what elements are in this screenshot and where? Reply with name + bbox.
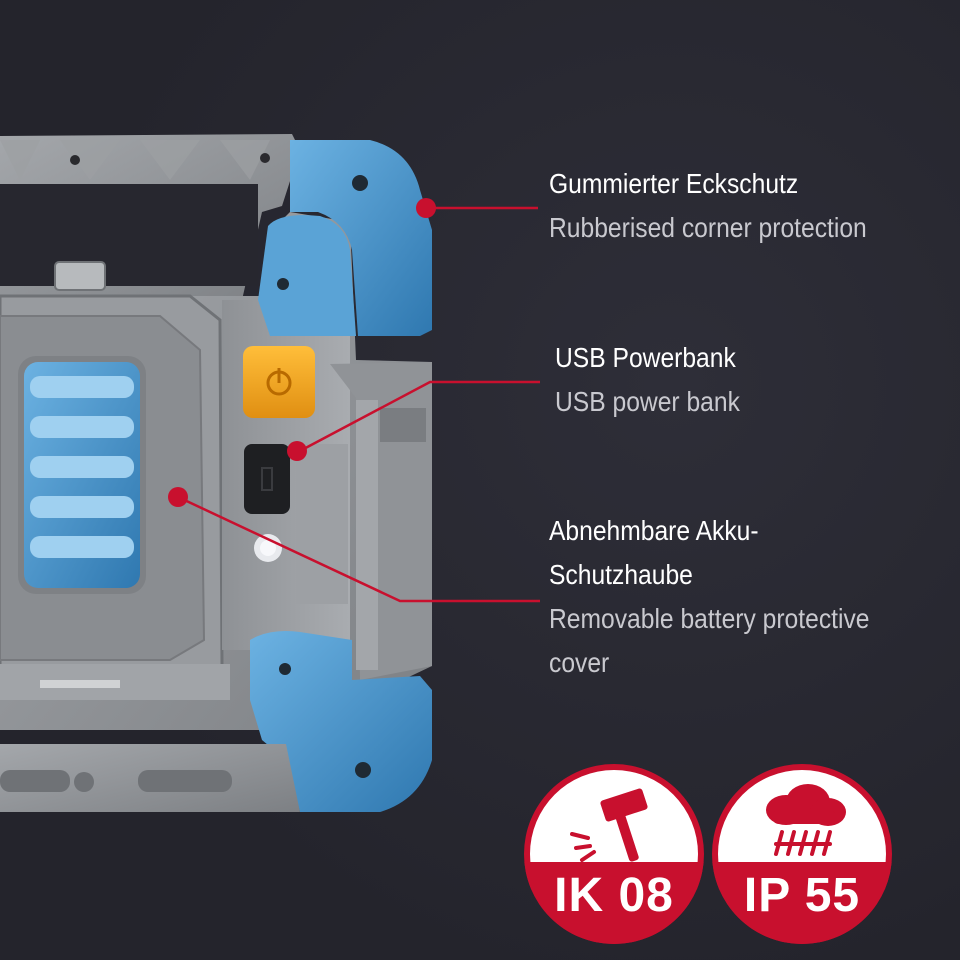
rubber-corner-bottom-right xyxy=(250,631,432,812)
ip55-code: IP 55 xyxy=(743,869,861,922)
usb-port-cover[interactable] xyxy=(244,444,290,514)
ip55-badge: IP 55 xyxy=(712,764,892,944)
callout-corner-protection: Gummierter Eckschutz Rubberised corner p… xyxy=(549,162,910,250)
status-led xyxy=(254,534,282,562)
callout-usb-powerbank: USB Powerbank USB power bank xyxy=(555,336,765,424)
callout-usb-powerbank-en: USB power bank xyxy=(555,386,740,417)
ik08-code: IK 08 xyxy=(554,869,674,922)
leader-dots xyxy=(168,198,436,507)
callout-usb-powerbank-de: USB Powerbank xyxy=(555,342,736,373)
ik08-badge: IK 08 xyxy=(524,764,704,944)
callout-battery-cover-en-2: cover xyxy=(549,647,610,678)
callout-battery-cover-de-2: Schutzhaube xyxy=(549,559,693,590)
power-button[interactable] xyxy=(243,346,315,418)
callout-corner-protection-en: Rubberised corner protection xyxy=(549,212,867,243)
callout-battery-cover-de-1: Abnehmbare Akku- xyxy=(549,515,759,546)
top-handle xyxy=(0,134,300,300)
battery-cover xyxy=(0,261,230,700)
callout-battery-cover-en-1: Removable battery protective xyxy=(549,603,870,634)
rubber-corner-top-right xyxy=(290,140,432,336)
leader-lines xyxy=(177,206,540,603)
rain-cloud-icon xyxy=(766,784,846,856)
rubber-corner-inner-top xyxy=(258,215,356,336)
hammer-impact-icon xyxy=(570,788,648,862)
callout-battery-cover: Abnehmbare Akku- Schutzhaube Removable b… xyxy=(549,509,913,685)
callout-corner-protection-de: Gummierter Eckschutz xyxy=(549,168,799,199)
